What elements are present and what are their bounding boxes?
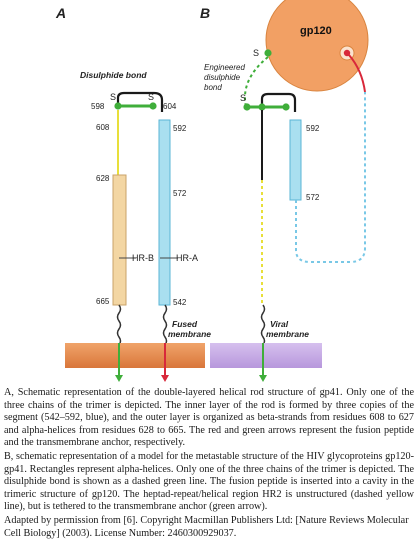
caption-b: B, schematic representation of a model f… <box>4 450 414 513</box>
loop-a <box>116 91 164 112</box>
res-628: 628 <box>96 174 110 183</box>
s-label-a1: S <box>110 92 116 102</box>
hr-b-label: HR-B <box>132 253 154 263</box>
res-572: 572 <box>173 189 187 198</box>
res-592: 592 <box>173 124 187 133</box>
res-608: 608 <box>96 123 110 132</box>
tm-anchor-arrowhead-a <box>115 375 123 382</box>
hr-a-label: HR-A <box>176 253 198 263</box>
panel-a-label: A <box>55 5 66 21</box>
figure: A B Disulphide bond S S 598 604 608 628 … <box>55 5 210 307</box>
helix-hr-b <box>112 174 127 306</box>
helix-hr-a <box>158 119 171 306</box>
res-604: 604 <box>163 102 177 111</box>
tm-anchor-arrowhead-b <box>259 375 267 382</box>
res-598: 598 <box>91 102 105 111</box>
viral-membrane <box>210 343 322 368</box>
diagram: A B Disulphide bond S S 598 604 608 628 … <box>55 5 210 307</box>
s-label-a2: S <box>148 92 154 102</box>
fused-membrane-label-2: membrane <box>168 329 211 339</box>
disulphide-bond-label: Disulphide bond <box>80 70 147 80</box>
fused-membrane <box>65 343 205 368</box>
caption-credit: Adapted by permission from [6]. Copyrigh… <box>4 514 409 539</box>
cys-604-dot <box>149 102 157 110</box>
viral-membrane-label-2: membrane <box>266 329 309 339</box>
caption: A, Schematic representation of the doubl… <box>4 387 414 541</box>
fusion-peptide-arrowhead-a <box>161 375 169 382</box>
panel-b-label: B <box>200 5 210 21</box>
cys-598-dot <box>114 102 122 110</box>
res-665: 665 <box>96 297 110 306</box>
res-542: 542 <box>173 298 187 307</box>
caption-a: A, Schematic representation of the doubl… <box>4 387 414 449</box>
